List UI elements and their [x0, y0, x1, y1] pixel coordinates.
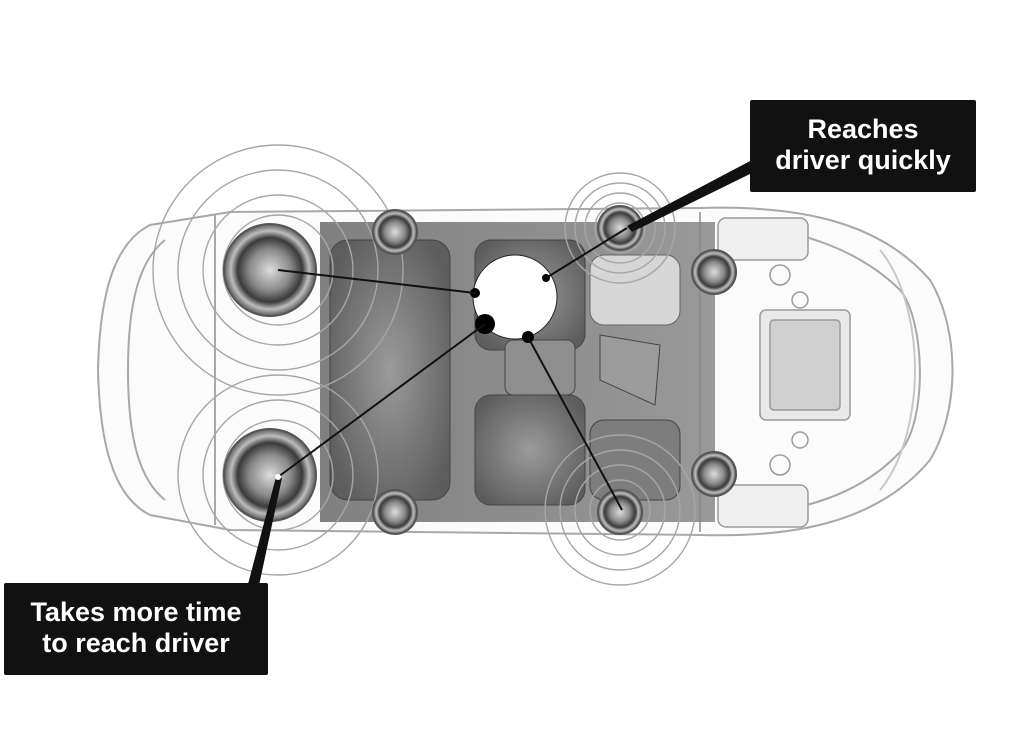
callout-slow-line1: Takes more time — [30, 597, 242, 627]
callout-quick-line1: Reaches — [807, 114, 919, 144]
driver-head — [470, 254, 558, 343]
sound-waves — [152, 144, 696, 586]
speakers — [223, 205, 737, 535]
rear-left-large-speaker — [223, 223, 317, 317]
callout-slow-line2: to reach driver — [42, 628, 230, 658]
front-right-dash-speaker — [691, 451, 737, 497]
engine-bay — [717, 217, 851, 528]
callout-reaches-quickly: Reaches driver quickly — [750, 100, 976, 192]
callout-takes-more-time: Takes more time to reach driver — [4, 583, 268, 675]
rear-right-door-speaker — [372, 489, 418, 535]
callout-quick-line2: driver quickly — [775, 145, 951, 175]
front-left-dash-speaker — [691, 249, 737, 295]
front-right-door-speaker — [597, 489, 643, 535]
callout-pointers — [247, 160, 754, 590]
rear-left-door-speaker — [372, 209, 418, 255]
sound-paths — [277, 227, 628, 511]
